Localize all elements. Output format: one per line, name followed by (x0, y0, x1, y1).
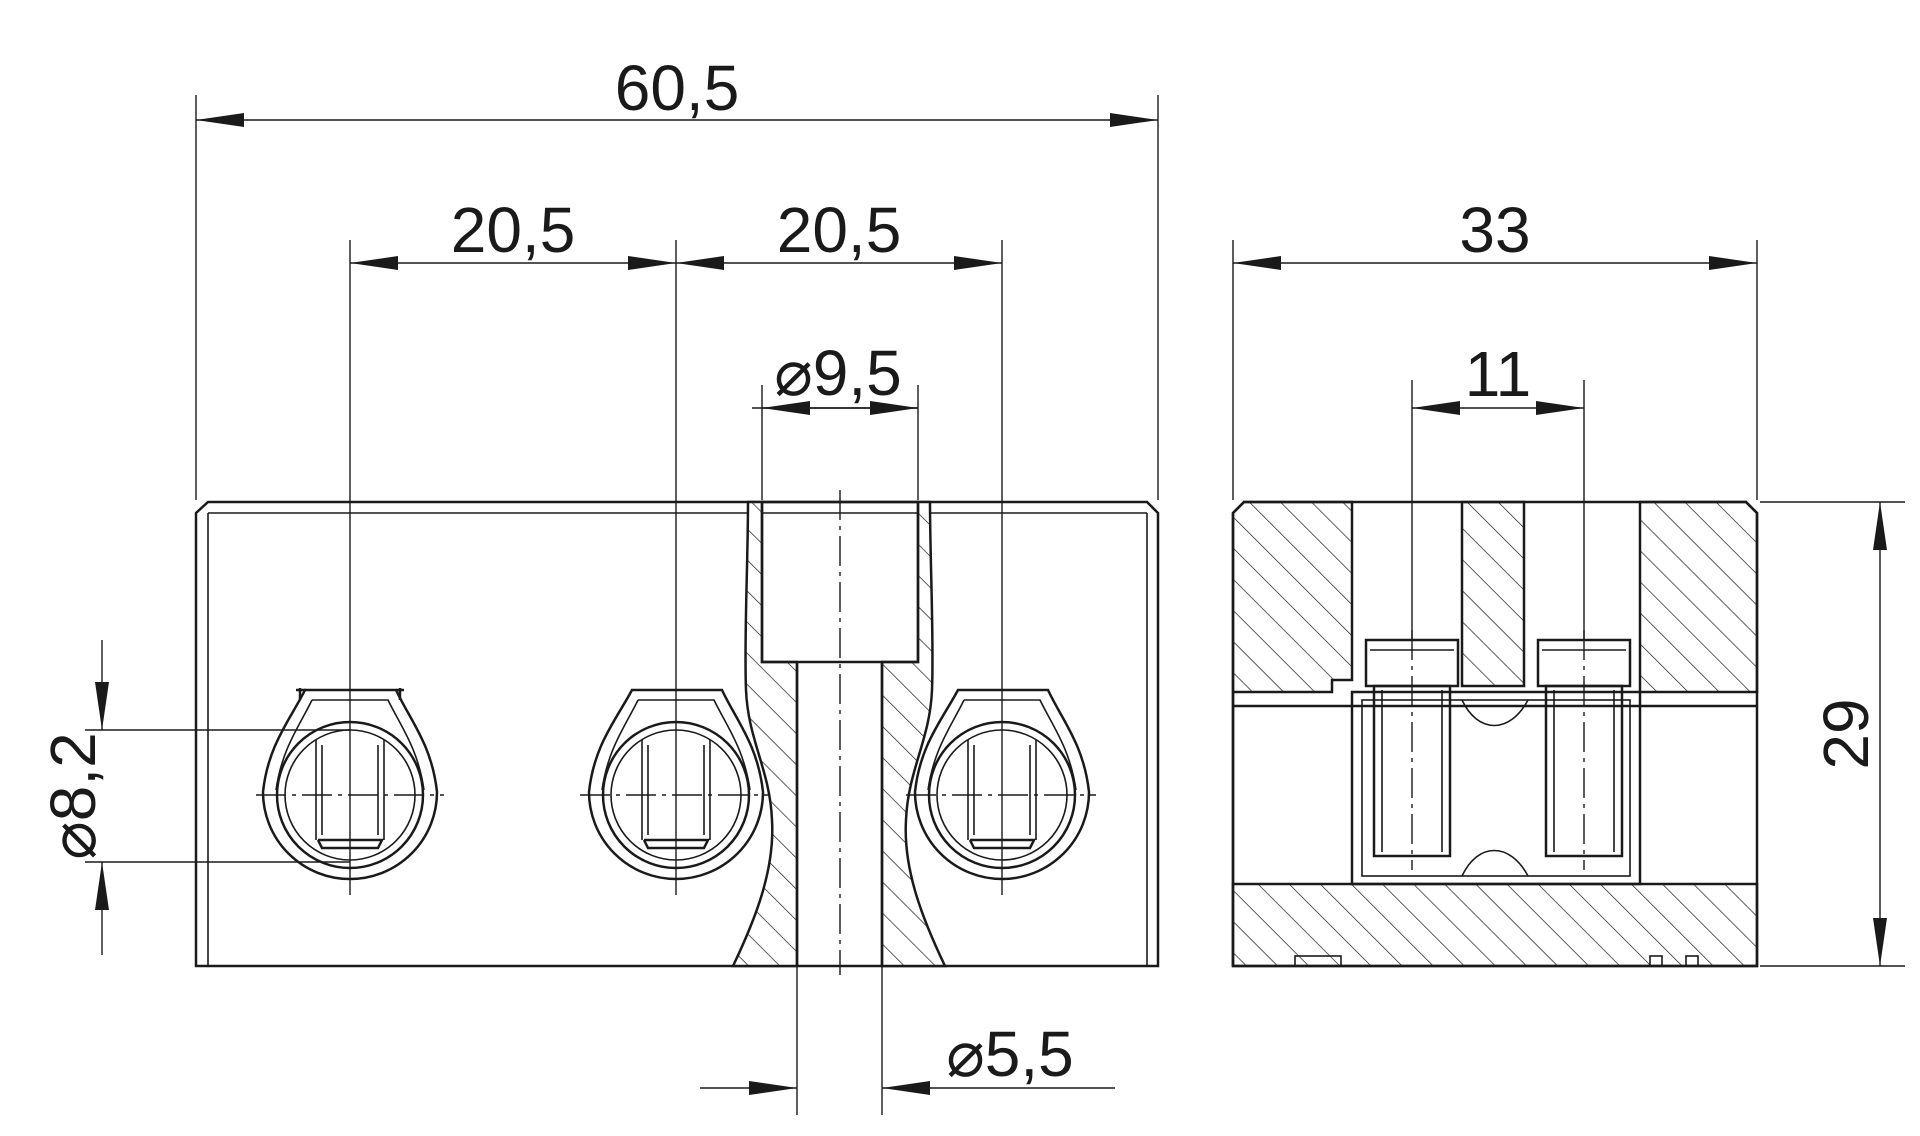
front-view (194, 240, 1160, 975)
front-section-left (731, 500, 799, 968)
dim-clamp-dia: ⌀8,2 (37, 732, 109, 860)
clamp-3 (906, 240, 1096, 895)
side-bump-bottom (1461, 849, 1529, 877)
dim-height: 29 (1810, 698, 1882, 769)
side-notch-left (1294, 955, 1342, 967)
side-dimensions: 33 11 29 (1232, 194, 1905, 967)
clamp-2 (580, 240, 770, 895)
dim-overall-width: 60,5 (615, 52, 740, 124)
front-section-right (880, 500, 947, 968)
side-cavity (1350, 690, 1642, 886)
side-base (1231, 882, 1759, 968)
side-top-right-block (1638, 500, 1759, 694)
side-bump-top (1461, 699, 1529, 727)
side-cavity-inner (1361, 699, 1631, 877)
front-dimensions: 60,5 20,5 20,5 ⌀9,5 ⌀5,5 ⌀8,2 (37, 52, 1159, 1115)
dim-screw-pitch: 11 (1465, 338, 1531, 410)
dim-side-width: 33 (1459, 194, 1530, 266)
side-top-middle-block (1460, 500, 1526, 688)
clamp-1 (256, 240, 444, 895)
side-notch-right-b (1685, 955, 1699, 967)
side-notch-right-a (1649, 955, 1663, 967)
screw-1 (1364, 380, 1460, 870)
dim-pitch-left: 20,5 (451, 194, 576, 266)
dim-counterbore-dia: ⌀9,5 (774, 337, 902, 409)
dim-pitch-right: 20,5 (777, 194, 902, 266)
screw-2 (1536, 380, 1632, 870)
dim-hole-dia: ⌀5,5 (946, 1018, 1074, 1090)
front-body-outline (194, 500, 1160, 968)
side-view (1231, 380, 1759, 968)
side-outline (1231, 500, 1759, 968)
